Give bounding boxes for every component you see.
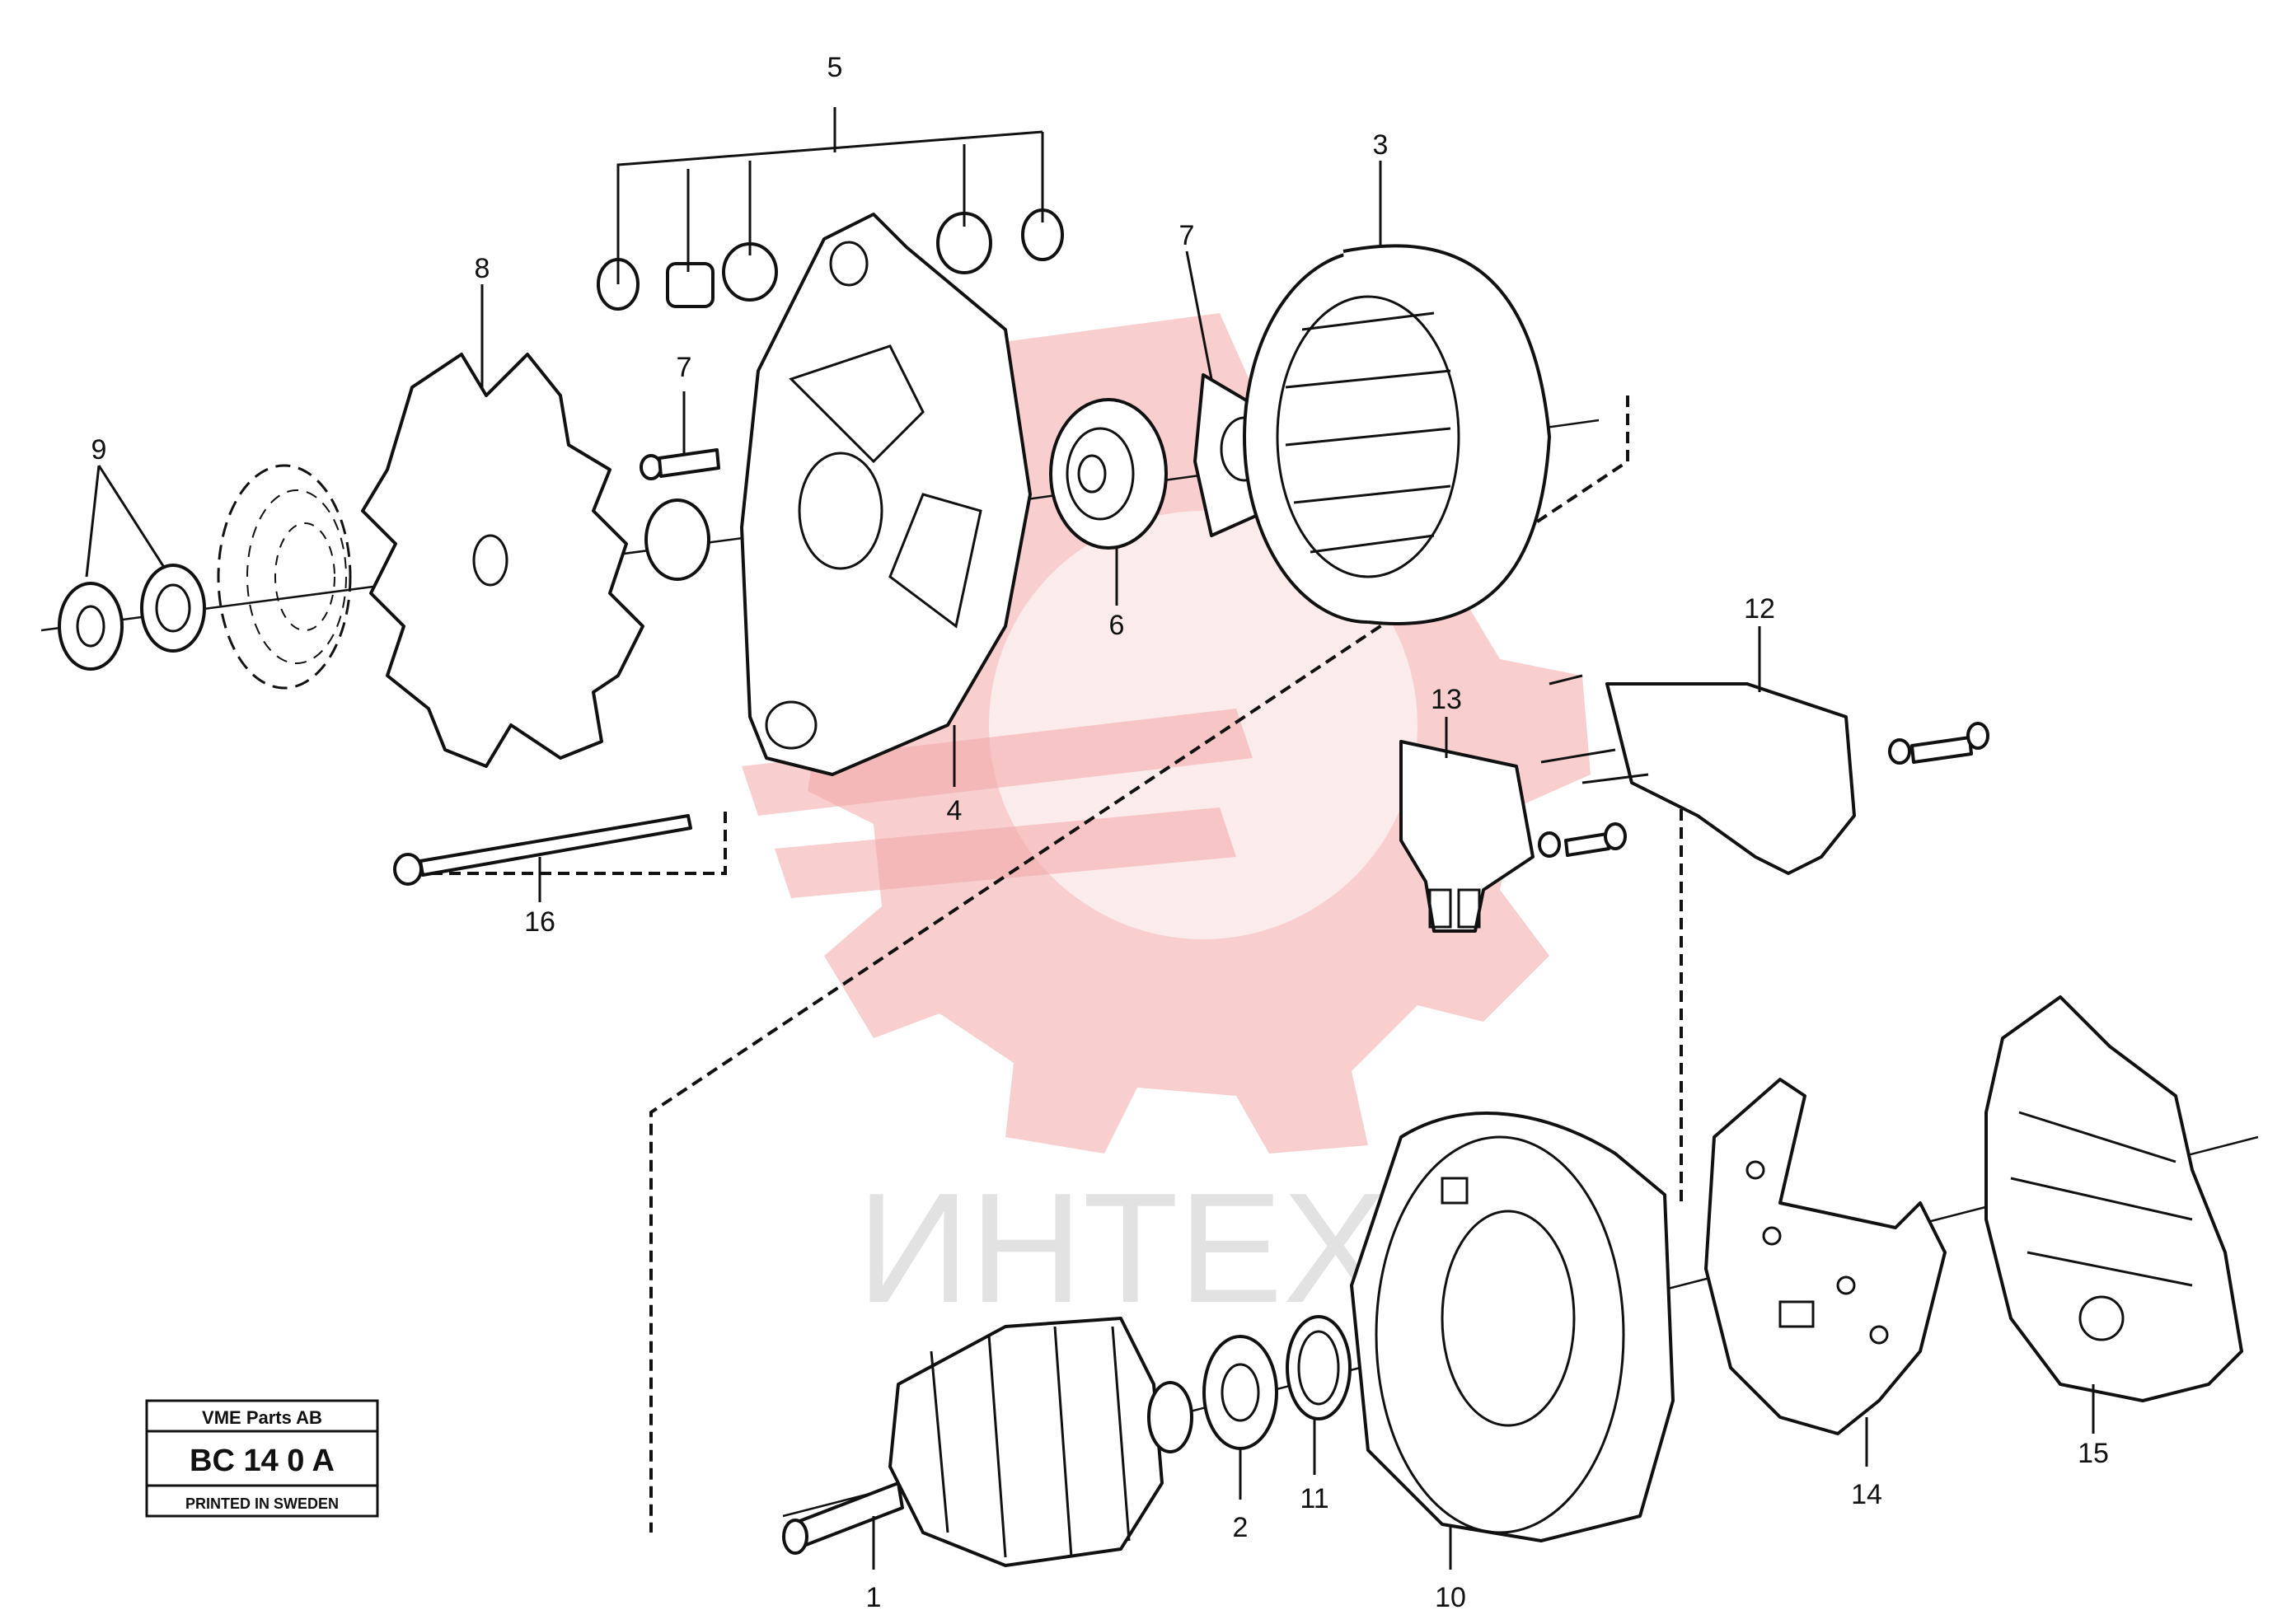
callout-5: 5 — [827, 52, 843, 83]
part-14-rectifier — [1704, 1078, 1947, 1435]
callout-3: 3 — [1373, 129, 1389, 161]
callout-13: 13 — [1431, 684, 1462, 715]
callout-6: 6 — [1109, 610, 1125, 641]
callout-1: 1 — [866, 1582, 882, 1613]
part-5-bushings — [597, 107, 1064, 311]
callout-16: 16 — [524, 906, 555, 938]
callout-8: 8 — [475, 253, 490, 284]
callout-4: 4 — [947, 795, 963, 826]
part-4-drive-end-bracket — [740, 213, 1032, 776]
part-7-screw — [640, 448, 720, 480]
part-15-cover — [1984, 995, 2243, 1402]
callout-labels: 5 3 8 7 7 9 6 12 13 4 16 15 14 11 2 1 10 — [91, 52, 2109, 1613]
part-2-bearing — [1202, 1335, 1278, 1450]
part-1-rotor — [782, 1317, 1193, 1567]
part-3-stator — [1243, 244, 1551, 625]
title-stamp: VME Parts AB BC 14 0 A PRINTED IN SWEDEN — [145, 1399, 379, 1518]
callout-14: 14 — [1851, 1479, 1882, 1510]
stamp-printed: PRINTED IN SWEDEN — [185, 1495, 339, 1512]
callout-11: 11 — [1300, 1483, 1328, 1514]
part-13-connector — [1399, 740, 1535, 933]
watermark-text: ИНТЕХ — [857, 1161, 1387, 1336]
callout-7-screw: 7 — [677, 352, 692, 383]
stamp-code: BC 14 0 A — [190, 1444, 335, 1478]
small-screw-12 — [1888, 722, 1989, 765]
part-12-voltage-regulator — [1540, 674, 1856, 875]
stamp-company: VME Parts AB — [202, 1407, 322, 1428]
callout-7-flange: 7 — [1179, 220, 1195, 251]
part-11-ring — [1286, 1315, 1352, 1420]
part-9-nut-and-washer — [58, 564, 206, 671]
part-8-fan — [361, 353, 644, 768]
leader-lines — [85, 161, 2095, 1570]
part-6-bearing — [1049, 398, 1168, 550]
callout-9: 9 — [91, 434, 107, 466]
part-16-through-bolt — [393, 814, 692, 886]
callout-10: 10 — [1435, 1582, 1466, 1613]
small-screw-13 — [1538, 822, 1627, 858]
spacer-washer — [644, 498, 710, 581]
callout-15: 15 — [2078, 1438, 2109, 1469]
pulley-outline — [217, 464, 352, 690]
callout-12: 12 — [1744, 593, 1775, 625]
part-10-slip-ring-end-bracket — [1350, 1112, 1675, 1542]
callout-2: 2 — [1233, 1512, 1249, 1543]
